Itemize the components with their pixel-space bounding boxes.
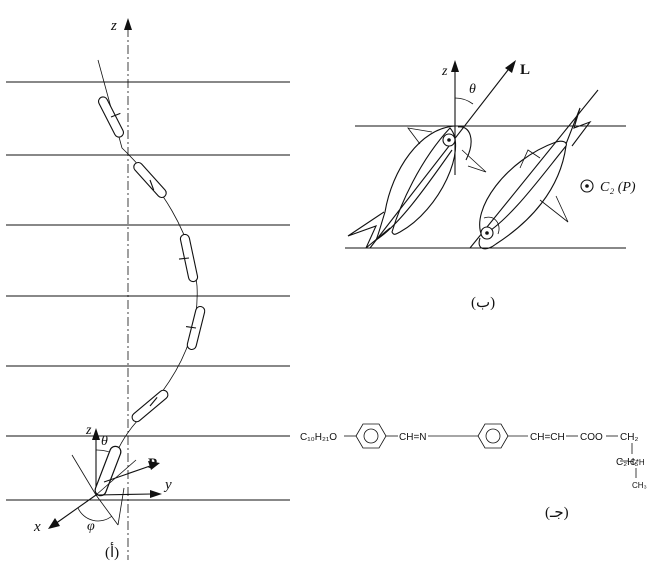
theta-label-b: θ bbox=[469, 82, 476, 97]
caption-a: (أ) bbox=[105, 542, 119, 561]
phi-label: φ bbox=[87, 519, 95, 534]
chiral-center-label: C*H bbox=[630, 458, 645, 467]
benzene-ring-1 bbox=[355, 423, 387, 449]
c2-symmetry-legend: C₂ (P) bbox=[580, 179, 636, 195]
y-axis-line bbox=[95, 493, 153, 496]
benzene-ring-2 bbox=[477, 423, 509, 449]
vinylene-link-label: CH=CH bbox=[530, 432, 565, 443]
z-axis-local-arrowhead bbox=[92, 428, 100, 440]
director-l-line bbox=[369, 69, 509, 249]
z-axis-b-arrowhead bbox=[451, 60, 459, 72]
p-vector-label: P bbox=[148, 456, 157, 472]
ester-group-label: COO bbox=[580, 432, 603, 443]
z-axis-b-label: z bbox=[441, 64, 448, 79]
z-axis-arrowhead bbox=[124, 18, 132, 30]
caption-b: (ب) bbox=[471, 295, 495, 311]
theta-label: θ bbox=[101, 434, 108, 449]
azomethine-link-label: CH=N bbox=[399, 432, 427, 443]
panel-c: C₁₀H₂₁O CH=N CH=CH COO CH₂ C₂H₅ C*H CH₃ … bbox=[300, 423, 647, 521]
p-vector-arrowhead bbox=[148, 461, 160, 470]
projection-drop-line bbox=[117, 487, 125, 526]
molecule-rod-5 bbox=[131, 389, 169, 423]
methyl-group-label: CH₃ bbox=[632, 481, 647, 490]
director-l-label: L bbox=[520, 62, 530, 78]
ethyl-group-label: C₂H₅ bbox=[616, 457, 638, 468]
y-axis-arrowhead bbox=[150, 490, 162, 498]
x-axis-arrowhead bbox=[48, 518, 60, 529]
molecule-rod-3 bbox=[178, 233, 199, 283]
phi-arc bbox=[77, 507, 113, 522]
molecule-rod-2 bbox=[133, 161, 167, 199]
cone-edge-left bbox=[71, 454, 97, 496]
p-vector-line bbox=[103, 465, 151, 483]
director-l-arrowhead bbox=[505, 60, 516, 73]
theta-arc-b bbox=[454, 97, 474, 105]
z-axis-label-bottom: z bbox=[85, 423, 92, 438]
caption-c: (جـ) bbox=[545, 505, 569, 521]
molecule-rod-origin bbox=[94, 445, 122, 497]
x-axis-line bbox=[54, 494, 97, 525]
panel-a: z z θ bbox=[6, 18, 290, 561]
molecule-rod-4 bbox=[185, 305, 206, 351]
x-axis-label: x bbox=[33, 519, 41, 535]
decyloxy-group-label: C₁₀H₂₁O bbox=[300, 432, 337, 443]
panel-b: z L θ bbox=[345, 60, 636, 311]
y-axis-label: y bbox=[163, 477, 172, 493]
c2-symmetry-label: C₂ (P) bbox=[600, 180, 636, 195]
projection-line bbox=[95, 494, 119, 526]
z-axis-label-top: z bbox=[110, 18, 117, 34]
fish-shape-left bbox=[347, 125, 487, 249]
methylene-label: CH₂ bbox=[620, 432, 638, 443]
molecule-rod-1 bbox=[98, 96, 124, 138]
fish-shape-right bbox=[478, 107, 592, 250]
